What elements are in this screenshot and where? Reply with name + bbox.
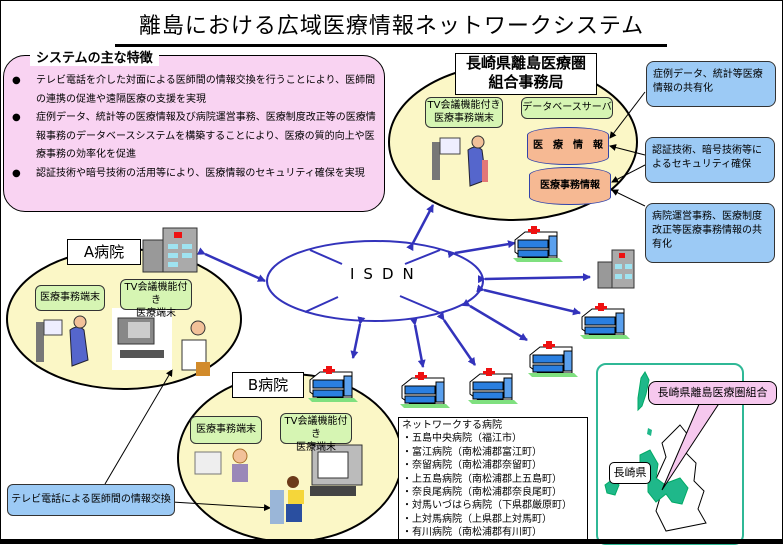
- note-case-data: 症例データ、統計等医療情報の共有化: [646, 61, 776, 107]
- hospital-building-icon: [307, 365, 359, 403]
- bullet-icon: ●: [12, 112, 21, 123]
- list-item: ・奈留病院（南松浦郡奈留町）: [402, 460, 542, 472]
- bottom-border: [0, 539, 783, 544]
- page-title: 離島における広域医療情報ネットワークシステム: [138, 14, 645, 39]
- office-worker-icon: [432, 135, 488, 187]
- network-hospitals-heading: ネットワークする病院: [402, 420, 502, 431]
- feature-item: ●テレビ電話を介した対面による医師間の情報交換を行うことにより、医師間の連携の促…: [12, 72, 382, 109]
- list-item: ・上五島病院（南松浦郡上五島町）: [402, 473, 562, 485]
- doctor-patient-icon: [270, 476, 304, 524]
- db-server-label: データベースサーバ: [521, 97, 613, 119]
- note-security: 認証技術、暗号技術等によるセキュリティ確保: [645, 137, 775, 183]
- tv-phone-callout: テレビ電話による医師間の情報交換: [7, 484, 175, 516]
- hospital-b-tv-terminal-label: TV会議機能付き 医療端末: [280, 413, 352, 453]
- headquarters-title: 長崎県離島医療圏 組合事務局: [455, 53, 597, 95]
- isdn-label: ISDN: [350, 265, 423, 283]
- bullet-icon: ●: [12, 167, 21, 179]
- network-hospitals-list: ネットワークする病院 ・五島中央病院（福江市） ・富江病院（南松浦郡富江町） ・…: [398, 417, 588, 540]
- list-item: ・有川病院（南松浦郡有川町）: [402, 527, 542, 539]
- list-item: ・上対馬病院（上県郡上対馬町）: [402, 513, 552, 525]
- hospital-a-tv-terminal-label: TV会議機能付き 医療端末: [120, 279, 192, 319]
- features-panel: [3, 55, 385, 212]
- features-list: ●テレビ電話を介した対面による医師間の情報交換を行うことにより、医師間の連携の促…: [12, 72, 382, 183]
- side-building-icon: [597, 249, 635, 289]
- hospital-a-office-terminal-label: 医療事務端末: [35, 285, 105, 311]
- database-admin-info: 医療事務情報: [529, 167, 611, 205]
- list-item: ・奈良尾病院（南松浦郡奈良尾町）: [402, 487, 562, 499]
- bullet-icon: ●: [12, 75, 21, 86]
- hospital-building-icon: [512, 225, 564, 263]
- hospital-b-label: B病院: [232, 372, 304, 398]
- features-heading: システムの主な特徴: [30, 47, 159, 66]
- hospital-a-building-icon: [142, 227, 198, 273]
- list-item: ・対馬いづはら病院（下県郡厳原町）: [402, 500, 572, 512]
- doctor-icon: [181, 320, 210, 376]
- tv-conference-terminal-icon: [310, 444, 363, 496]
- hospital-building-icon: [399, 371, 451, 409]
- hospital-building-icon: [579, 302, 631, 340]
- hospital-building-icon: [527, 340, 579, 378]
- hospital-building-icon: [467, 367, 519, 405]
- title-underline: [115, 44, 667, 47]
- note-admin-info: 病院運営事務、医療制度改正等医療事務情報の共有化: [645, 203, 775, 263]
- hq-terminal-label: TV会議機能付き 医療事務端末: [425, 97, 503, 128]
- database-medical-info: 医 療 情 報: [527, 127, 609, 165]
- feature-item: ●症例データ、統計等の医療情報及び病院運営事務、医療制度改正等の医療情報事務のデ…: [12, 109, 382, 165]
- hospital-b-office-terminal-label: 医療事務端末: [190, 416, 262, 444]
- map-prefecture-label: 長崎県: [609, 462, 651, 484]
- hospital-a-label: A病院: [67, 239, 141, 265]
- feature-item: ●認証技術や暗号技術の活用等により、医療情報のセキュリティ確保を実現: [12, 165, 382, 184]
- tv-conference-terminal-icon: [112, 308, 172, 370]
- list-item: ・五島中央病院（福江市）: [402, 433, 522, 445]
- list-item: ・富江病院（南松浦郡富江町）: [402, 446, 542, 458]
- office-worker-icon: [194, 448, 248, 482]
- office-worker-icon: [36, 315, 89, 367]
- map-union-callout: 長崎県離島医療圏組合: [648, 381, 777, 405]
